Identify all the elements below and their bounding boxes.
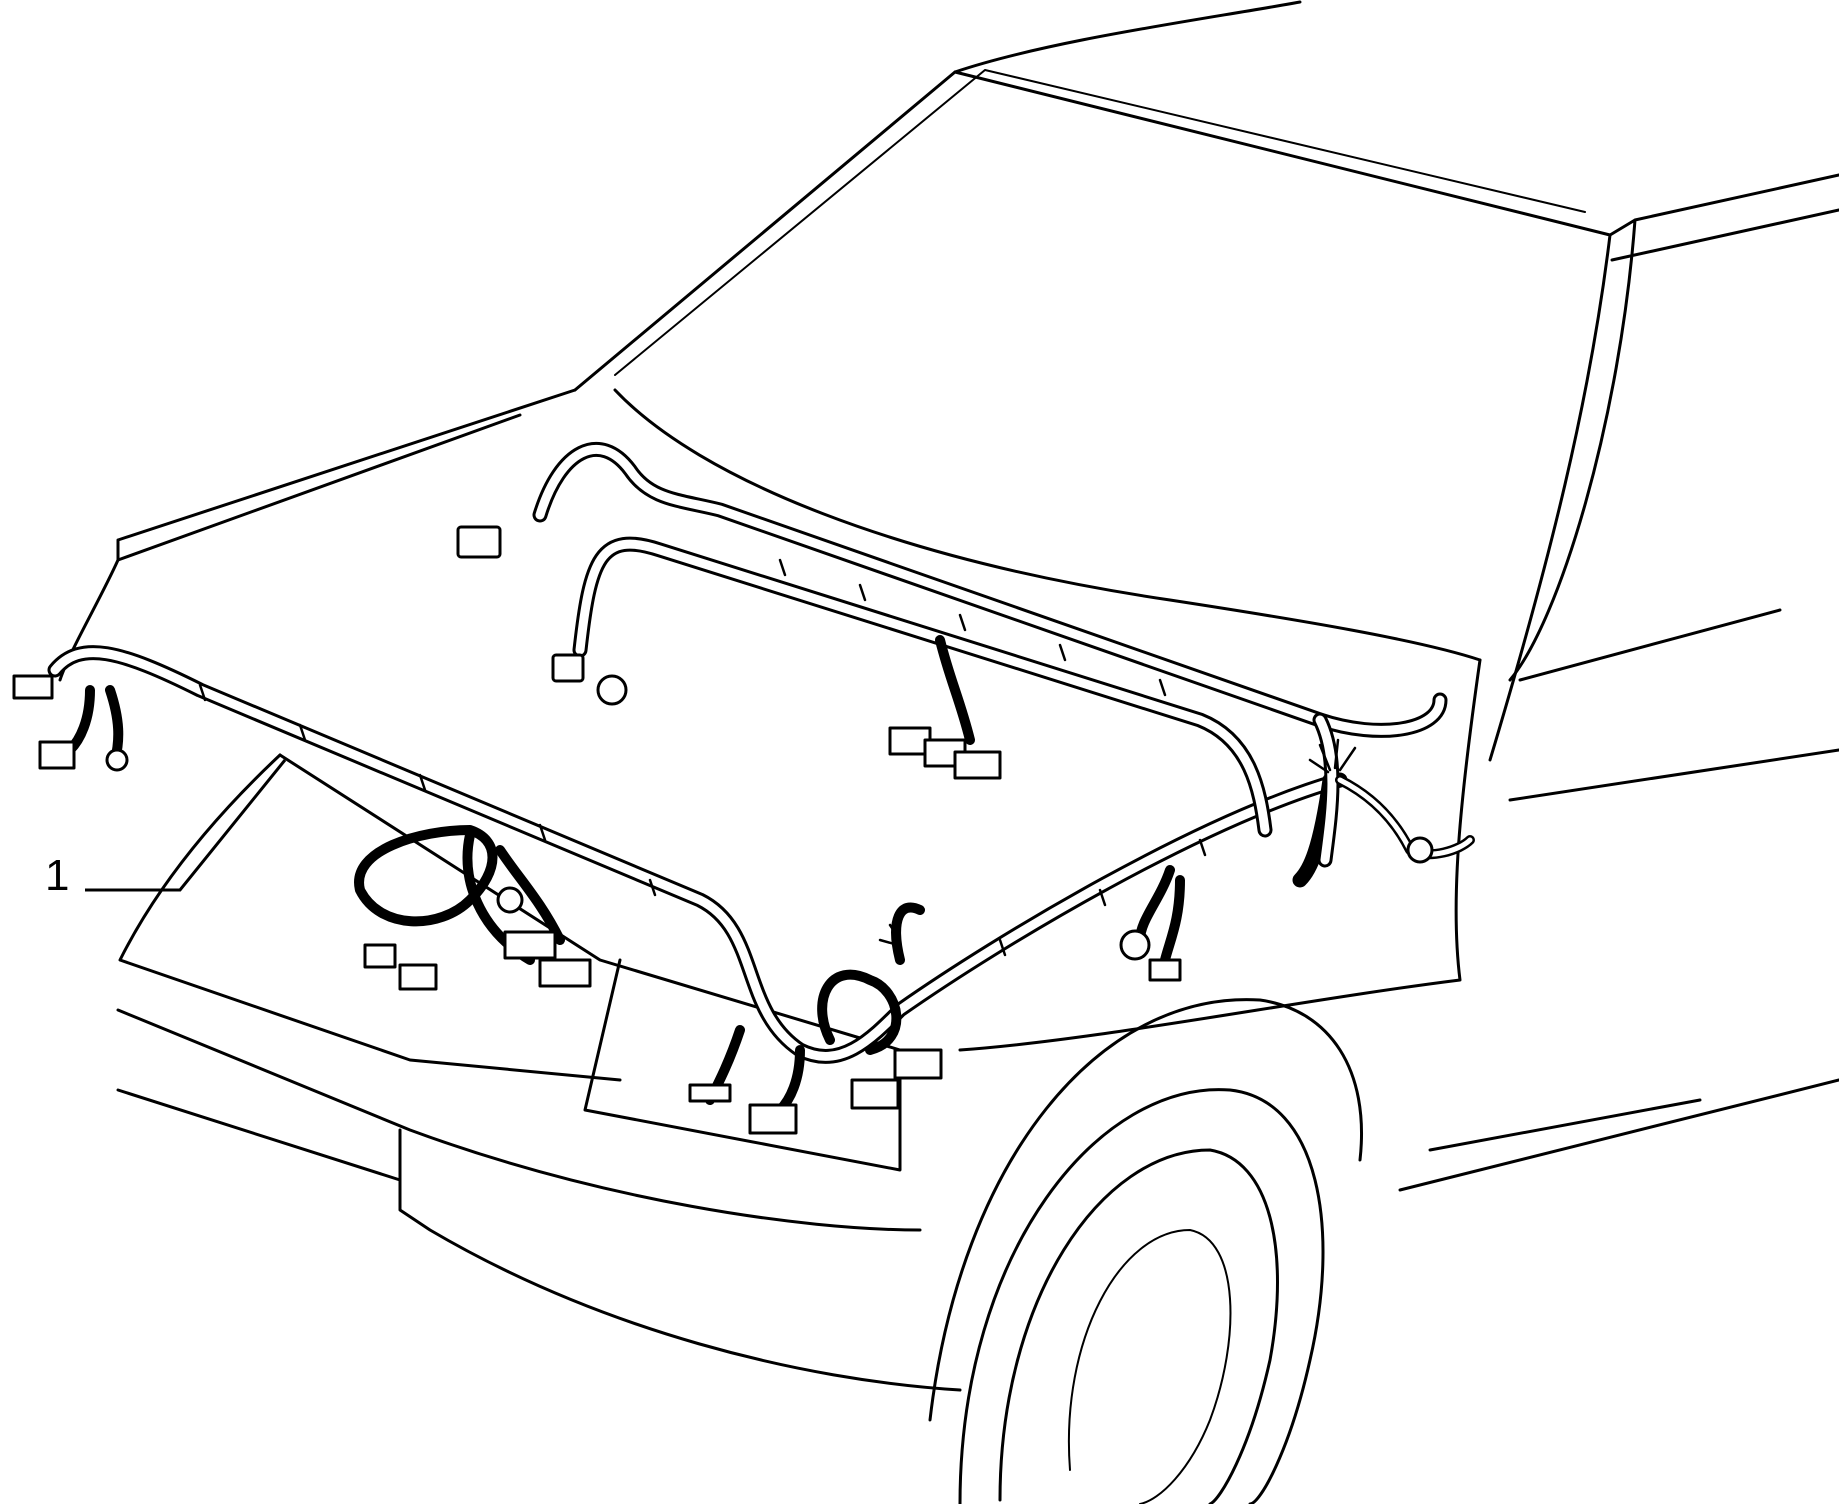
connector-firewall-left bbox=[456, 525, 502, 559]
connector-center-3 bbox=[953, 750, 1002, 780]
callout-1: 1 bbox=[45, 759, 287, 900]
branch-left-end bbox=[65, 685, 124, 765]
side-body-line bbox=[1398, 1078, 1839, 1192]
connectors bbox=[12, 525, 1434, 1135]
wheel-arch bbox=[928, 998, 1363, 1422]
harness-left-loop bbox=[354, 825, 498, 927]
harness-front-loop bbox=[817, 969, 902, 1055]
connector-cluster-a bbox=[551, 653, 585, 683]
connector-left-end-1 bbox=[12, 674, 54, 700]
connector-relay-2 bbox=[538, 958, 592, 988]
a-pillar bbox=[1508, 173, 1839, 682]
connector-round-a bbox=[596, 674, 628, 706]
wheel-rim bbox=[1067, 1229, 1232, 1504]
callout-1-label: 1 bbox=[45, 851, 69, 900]
headlamp-left bbox=[118, 753, 622, 1082]
connector-round-b bbox=[496, 886, 524, 914]
fender-line bbox=[958, 658, 1482, 1052]
connector-left-end-2 bbox=[38, 740, 76, 770]
connector-battery-2 bbox=[398, 963, 438, 991]
connector-front-4 bbox=[893, 1048, 943, 1080]
connector-battery-1 bbox=[363, 943, 397, 969]
front-bumper bbox=[116, 1008, 962, 1392]
windshield-frame bbox=[573, 70, 1612, 762]
connector-sensor-1 bbox=[1119, 929, 1151, 961]
wire-tuft-front bbox=[878, 923, 902, 947]
roof-line bbox=[953, 0, 1302, 74]
tape-marks bbox=[198, 558, 1207, 957]
connector-right-end bbox=[1406, 836, 1434, 864]
wire-tuft bbox=[1308, 738, 1357, 774]
connector-front-2 bbox=[748, 1103, 798, 1135]
hood-left-edge bbox=[116, 388, 577, 562]
connector-left-end-3 bbox=[105, 748, 129, 772]
tyre-sidewall bbox=[998, 1148, 1279, 1504]
cowl-line bbox=[613, 388, 1482, 662]
front-tyre bbox=[958, 1088, 1325, 1504]
connector-front-1 bbox=[688, 1083, 732, 1103]
windshield-inner bbox=[614, 69, 1586, 376]
connector-sensor-2 bbox=[1148, 958, 1182, 982]
beltline bbox=[1508, 608, 1839, 802]
callout-1-leader bbox=[85, 759, 287, 892]
harness-firewall-trunk bbox=[532, 442, 1448, 738]
connector-relay-1 bbox=[503, 930, 557, 960]
branch-center-connectors bbox=[935, 635, 975, 745]
headlamp-box bbox=[583, 958, 902, 1172]
connector-front-3 bbox=[850, 1078, 900, 1110]
